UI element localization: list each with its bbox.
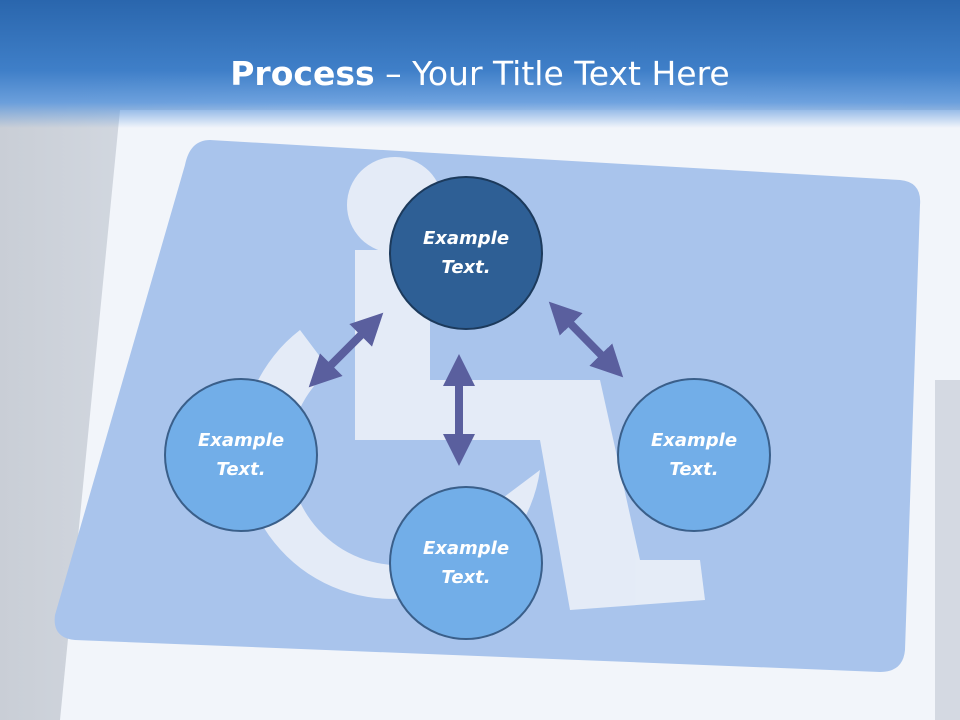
node-right-line2: Text. xyxy=(669,459,719,480)
node-bottom-line2: Text. xyxy=(441,567,491,588)
node-left-line2: Text. xyxy=(216,459,266,480)
title-bold: Process xyxy=(230,54,375,93)
node-bottom-line1: Example xyxy=(422,538,510,559)
node-left-line1: Example xyxy=(197,430,285,451)
node-right-line1: Example xyxy=(650,430,738,451)
slide-title: Process – Your Title Text Here xyxy=(0,52,960,96)
node-top-line1: Example xyxy=(422,228,510,249)
node-top-line2: Text. xyxy=(441,257,491,278)
title-rest: – Your Title Text Here xyxy=(374,54,730,93)
title-bar xyxy=(0,0,960,128)
arrow-top-left xyxy=(308,312,384,388)
arrow-top-right xyxy=(548,301,624,378)
